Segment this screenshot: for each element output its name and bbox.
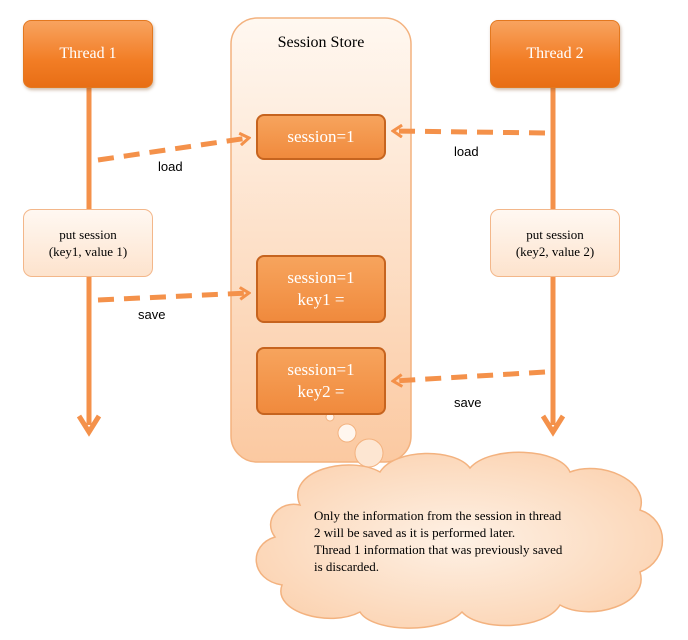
thread2-put-line2: (key2, value 2) [515,244,595,259]
save-arrow-right [394,369,546,381]
session-store-title: Session Store [277,34,365,51]
session-box-3-line1: session=1 [287,360,355,379]
save-label-left: save [138,307,166,322]
thread2-put-line1: put session [526,227,584,242]
thread1-header: Thread 1 [23,20,153,88]
session-box-2-line2: key1 = [297,290,345,309]
thread2-put-session: put session (key2, value 2) [490,209,620,277]
load-label-left: load [158,159,183,174]
session-box-2-line1: session=1 [287,268,355,287]
thread2-title: Thread 2 [526,45,584,62]
thread2-header: Thread 2 [490,20,620,88]
session-box-1: session=1 [256,114,386,160]
load-label-right: load [454,144,479,159]
session-box-3-line2: key2 = [297,382,345,401]
note-line-3: Thread 1 information that was previously… [314,542,563,557]
load-arrow-right [394,131,546,133]
thread1-put-line2: (key1, value 1) [48,244,128,259]
note-line-4: is discarded. [314,559,379,574]
thought-bubble-medium [337,423,357,443]
save-arrow-left [97,293,248,303]
note-line-2: 2 will be saved as it is performed later… [314,525,516,540]
note-cloud [255,451,664,629]
thread1-put-session: put session (key1, value 1) [23,209,153,277]
session-box-3: session=1 key2 = [256,347,386,415]
save-label-right: save [454,395,482,410]
note-text: Only the information from the session in… [314,507,604,575]
thought-bubble-large [354,438,384,468]
thread1-title: Thread 1 [59,45,117,62]
note-line-1: Only the information from the session in… [314,508,562,523]
thread1-put-line1: put session [59,227,117,242]
session-box-1-line1: session=1 [287,127,355,146]
session-box-2: session=1 key1 = [256,255,386,323]
load-arrow-left [97,138,248,163]
